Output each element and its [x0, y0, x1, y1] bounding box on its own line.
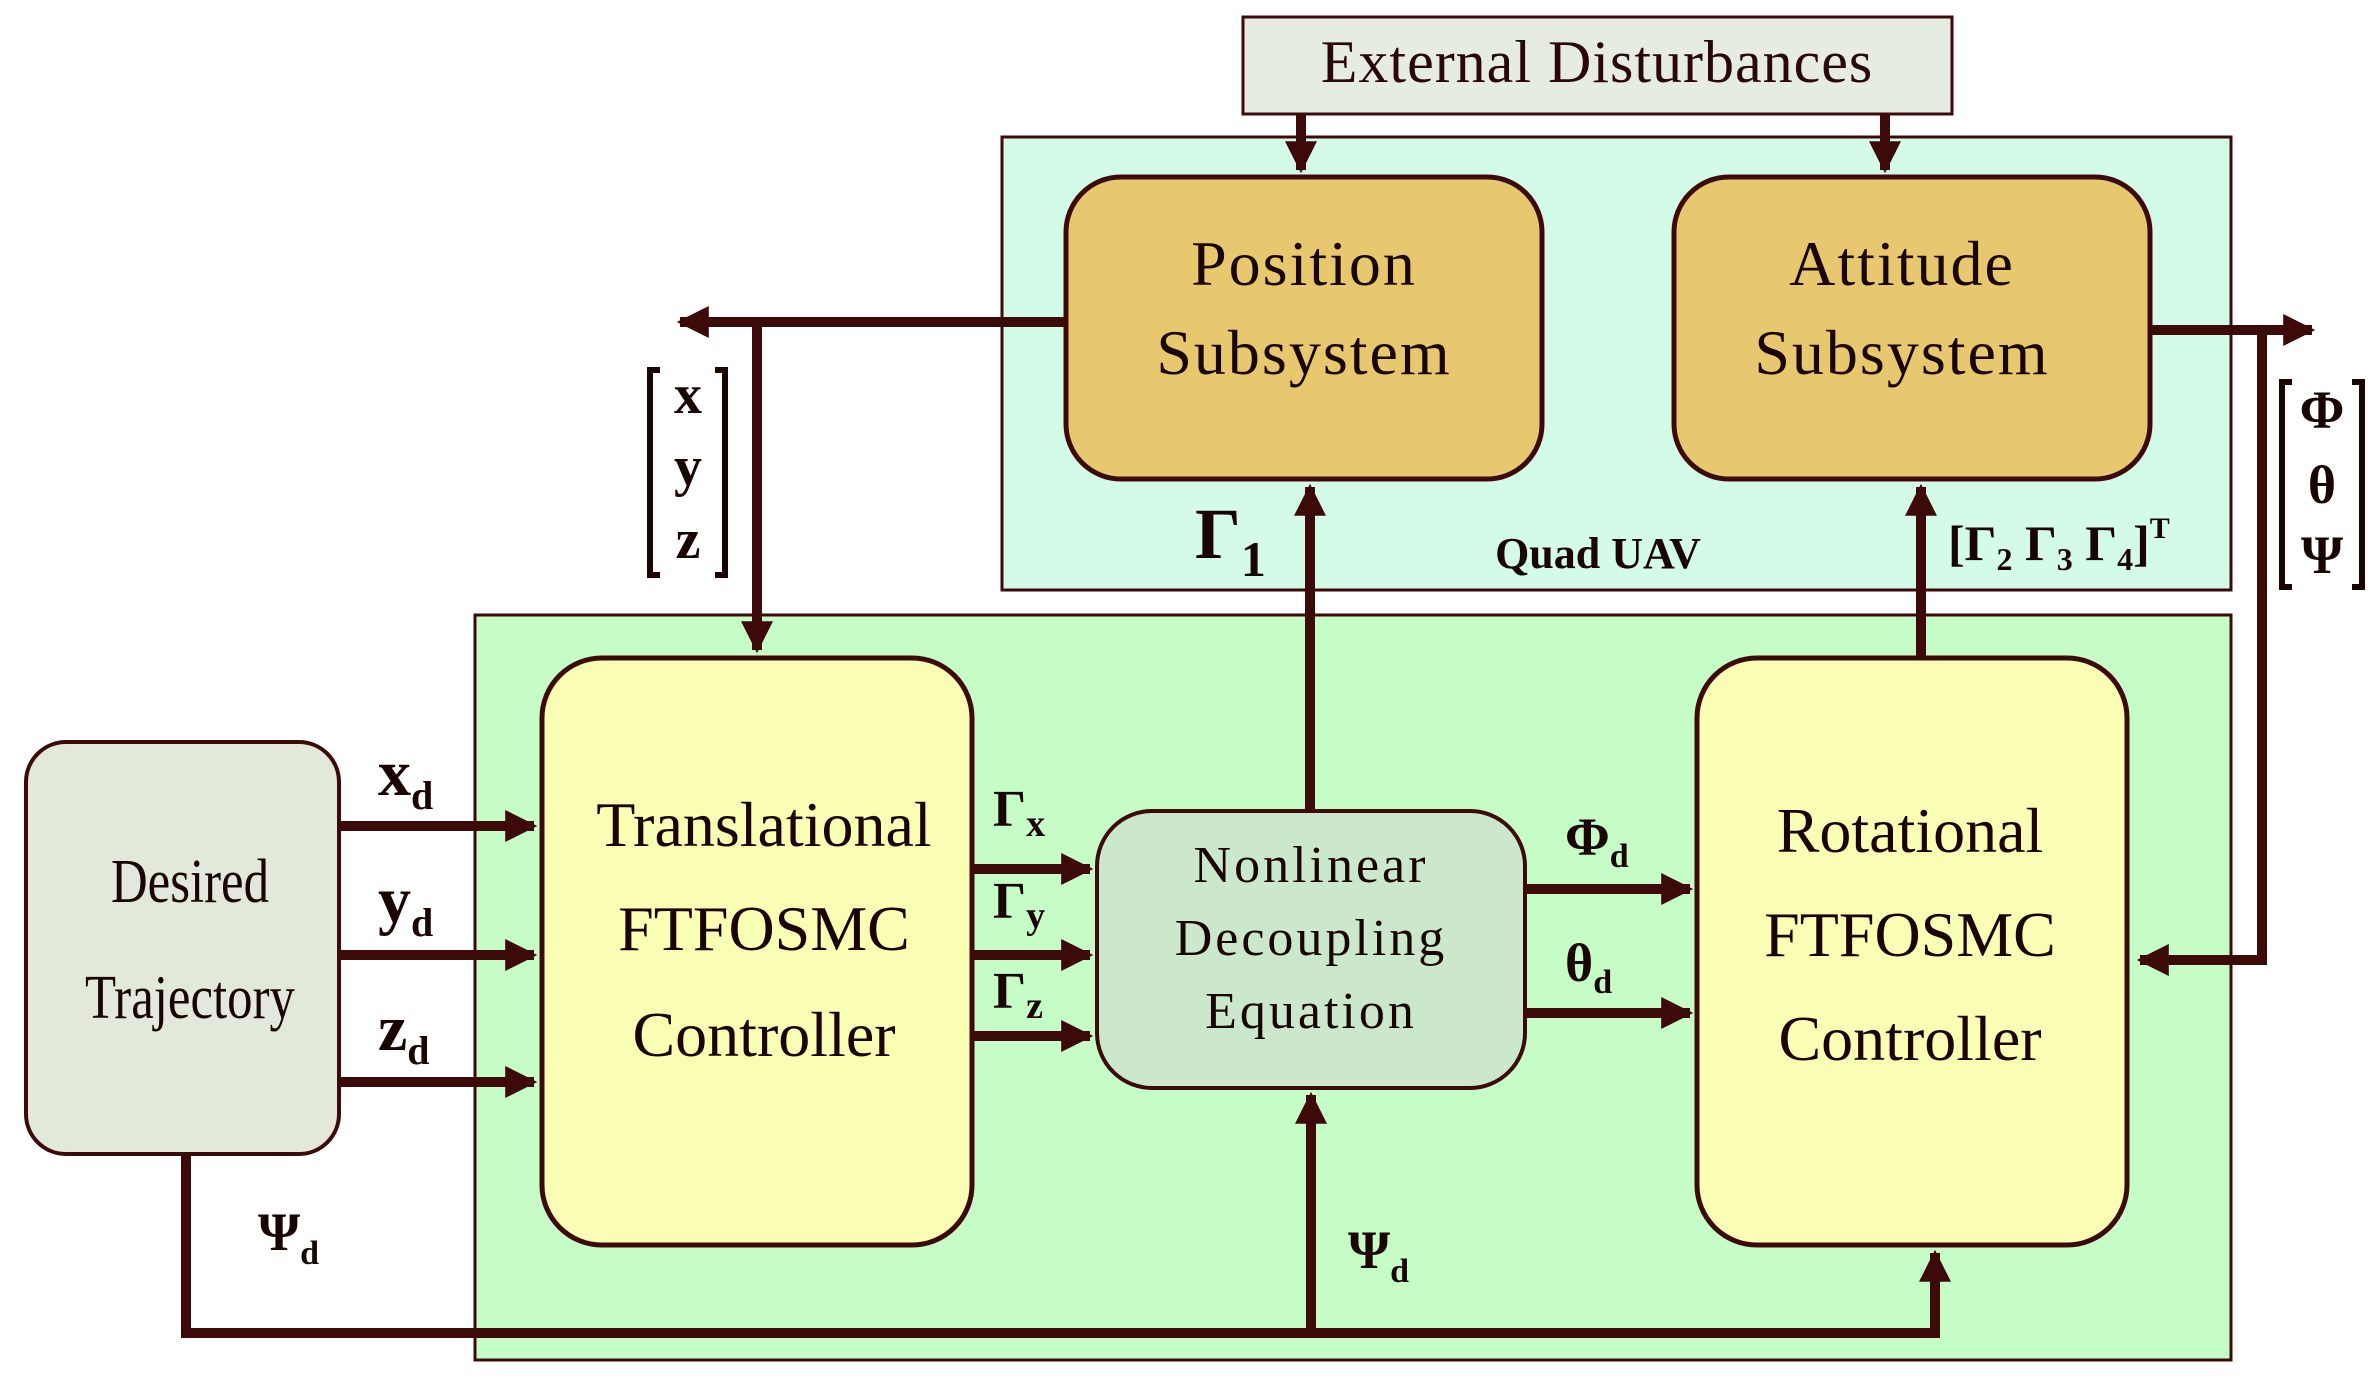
decoupling-line1: Nonlinear — [1194, 837, 1429, 894]
rotational-controller-box — [1694, 655, 2130, 1248]
zd-label: zd — [378, 992, 430, 1073]
translational-controller-line1: Translational — [596, 789, 931, 860]
attitude-subsystem-line2: Subsystem — [1754, 317, 2049, 388]
attitude-subsystem-line1: Attitude — [1789, 228, 2015, 299]
desired-trajectory-line2: Trajectory — [85, 963, 295, 1032]
decoupling-line3: Equation — [1205, 983, 1417, 1040]
gamma-y-label: Γy — [993, 873, 1045, 937]
gamma-x-label: Γx — [993, 781, 1045, 845]
desired-trajectory-line1: Desired — [111, 847, 269, 916]
position-subsystem-box — [1063, 174, 1545, 482]
xd-label: xd — [378, 737, 433, 818]
attitude-vector — [2279, 379, 2365, 590]
position-subsystem-line2: Subsystem — [1156, 317, 1451, 388]
pos-vector-z: z — [676, 509, 701, 571]
psi-d-loop-line — [181, 1154, 1952, 1338]
phi-d-label: Φd — [1565, 807, 1629, 875]
quad-uav-label: Quad UAV — [1495, 529, 1701, 578]
translational-controller-line3: Controller — [632, 999, 895, 1070]
att-vector-phi: Φ — [2300, 380, 2345, 440]
att-vector-theta: θ — [2308, 455, 2336, 515]
desired-trajectory-box — [24, 740, 341, 1156]
attitude-feedback-line — [2136, 330, 2267, 977]
rotational-controller-line2: FTFOSMC — [1764, 899, 2056, 970]
position-subsystem-line1: Position — [1191, 228, 1417, 299]
theta-d-label: θd — [1565, 933, 1612, 1001]
psi-d-left-label: Ψd — [258, 1202, 319, 1272]
pos-vector-y: y — [674, 436, 702, 498]
psi-d-center-label: Ψd — [1348, 1220, 1409, 1290]
external-disturbances-label: External Disturbances — [1321, 29, 1873, 95]
translational-controller-line2: FTFOSMC — [618, 893, 910, 964]
att-vector-psi: Ψ — [2301, 525, 2343, 585]
yd-label: yd — [378, 864, 433, 945]
gamma-z-label: Γz — [993, 963, 1043, 1027]
rotational-controller-line3: Controller — [1778, 1003, 2041, 1074]
gamma-1-label: Γ1 — [1195, 494, 1266, 587]
position-vector — [647, 367, 728, 578]
external-disturbances-box — [1241, 15, 1954, 116]
rotational-controller-line1: Rotational — [1777, 795, 2044, 866]
decoupling-line2: Decoupling — [1175, 910, 1448, 967]
pos-vector-x: x — [674, 364, 702, 426]
